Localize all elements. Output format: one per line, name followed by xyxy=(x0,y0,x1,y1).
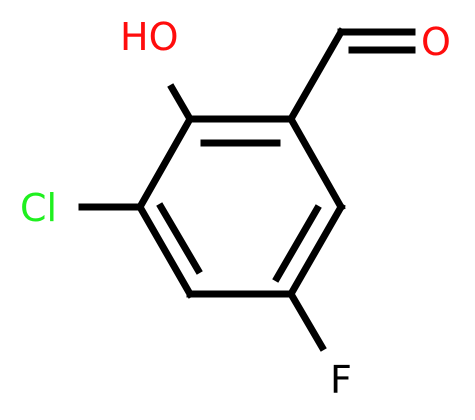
bonds xyxy=(78,27,416,352)
ring-double-bond-c3-c4 xyxy=(272,204,322,283)
fluorine-label: F xyxy=(330,358,352,402)
ring-bond-c6-c1 xyxy=(135,114,195,212)
ring-bond-c2-c3 xyxy=(286,114,346,212)
bond-c4-fluorine xyxy=(286,289,327,352)
ring-bond-c5-c6 xyxy=(135,202,195,299)
bond-c1-hydroxyl xyxy=(167,83,195,124)
hydroxyl-label: HO xyxy=(120,15,178,59)
ring-bond-c3-c4 xyxy=(286,202,346,299)
bond-c2-aldehyde-carbon xyxy=(286,27,346,124)
chlorine-label: Cl xyxy=(20,186,57,230)
aldehyde-oxygen-label: O xyxy=(421,20,451,64)
ring-double-bond-c5-c6 xyxy=(156,202,203,275)
